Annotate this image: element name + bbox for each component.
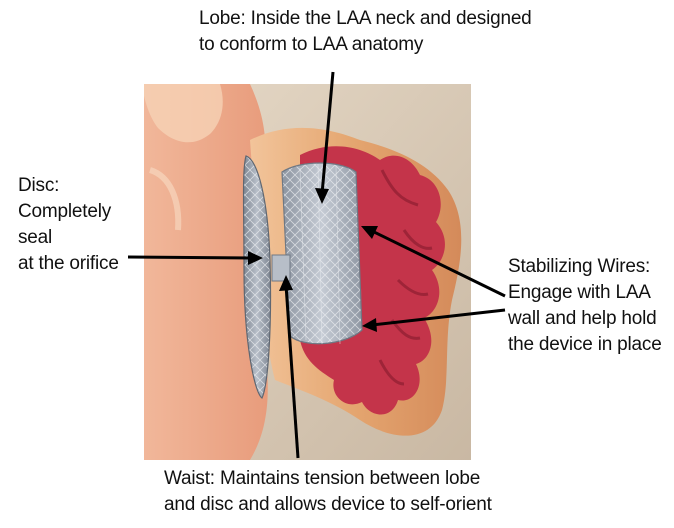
anatomy-panel (144, 84, 471, 460)
wires-label-line-3: wall and help hold (508, 306, 662, 332)
lobe-label-line-1: Lobe: Inside the LAA neck and designed (199, 6, 532, 32)
waist-label-line-1: Waist: Maintains tension between lobe (164, 466, 492, 492)
wires-label-line-1: Stabilizing Wires: (508, 254, 662, 280)
disc-arrow-line (128, 257, 252, 258)
wires-label-line-2: Engage with LAA (508, 280, 662, 306)
device-waist (272, 255, 290, 281)
disc-label-line-3: seal (18, 225, 119, 251)
disc-label-line-1: Disc: (18, 173, 119, 199)
wires-label-line-4: the device in place (508, 332, 662, 358)
waist-label: Waist: Maintains tension between lobe an… (164, 466, 492, 518)
waist-label-line-2: and disc and allows device to self-orien… (164, 492, 492, 518)
disc-label-line-2: Completely (18, 199, 119, 225)
disc-label-line-4: at the orifice (18, 251, 119, 277)
disc-label: Disc: Completely seal at the orifice (18, 173, 119, 277)
lobe-label: Lobe: Inside the LAA neck and designed t… (199, 6, 532, 58)
lobe-label-line-2: to conform to LAA anatomy (199, 32, 532, 58)
stabilizing-wires-label: Stabilizing Wires: Engage with LAA wall … (508, 254, 662, 358)
